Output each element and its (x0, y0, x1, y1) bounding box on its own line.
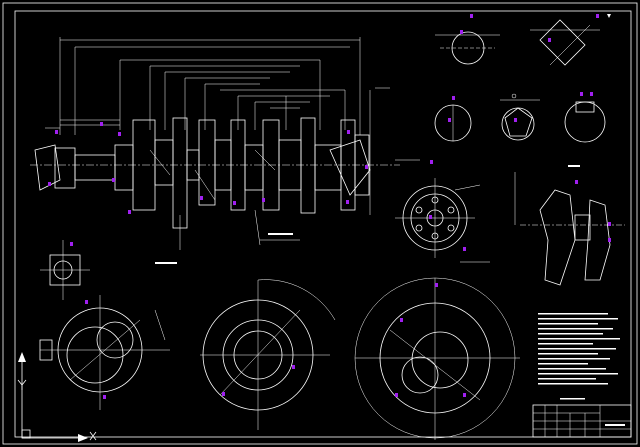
main-view-markers (48, 122, 368, 214)
crank-throw-view-3 (354, 277, 520, 440)
side-section-view (514, 165, 625, 286)
crank-throw-view-1 (39, 295, 170, 410)
section-view-d (500, 93, 540, 141)
left-detail-view (40, 240, 90, 300)
title-block (532, 398, 632, 438)
main-crankshaft-view (30, 37, 420, 264)
section-view-a (435, 14, 500, 65)
crank-throw-view-2 (200, 279, 336, 430)
drawing-frame-inner (14, 10, 632, 438)
technical-notes (538, 313, 620, 385)
section-view-b (530, 14, 611, 66)
flange-end-view (395, 160, 490, 263)
ucs-axis-icon (17, 352, 97, 442)
section-view-c (434, 96, 472, 142)
section-view-e (564, 92, 606, 143)
